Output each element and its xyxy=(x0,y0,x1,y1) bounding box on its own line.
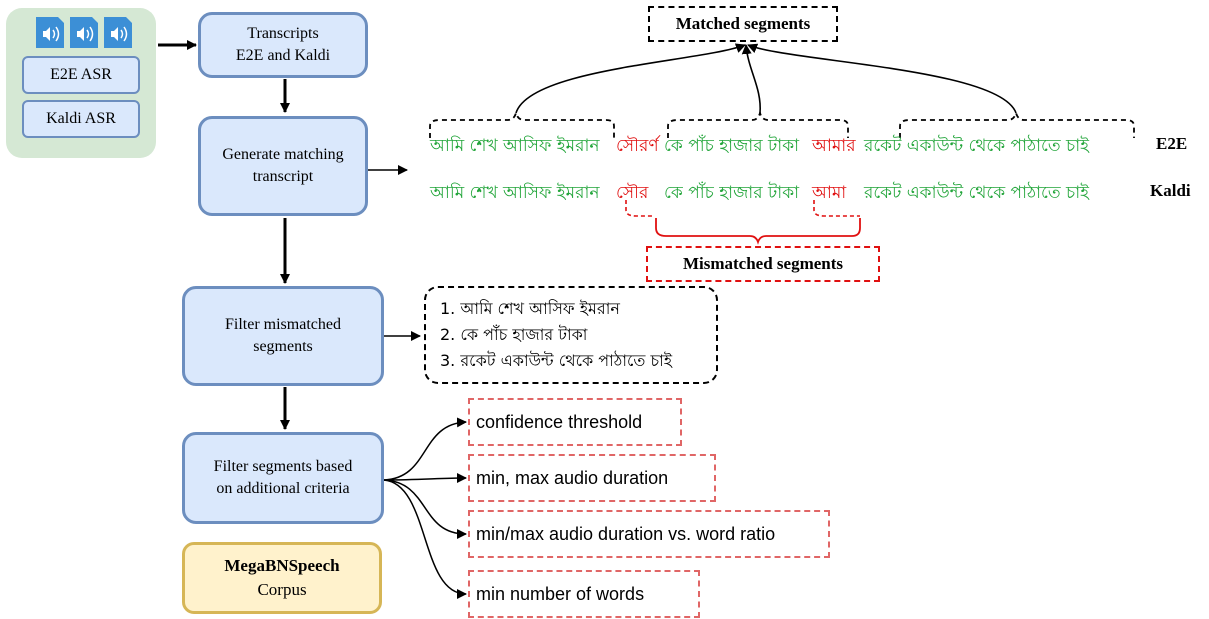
arrow-criteria-4 xyxy=(383,479,467,599)
audio-file-icon xyxy=(70,17,98,48)
criterion-min-words: min number of words xyxy=(468,570,700,618)
step-criteria-line2: on additional criteria xyxy=(216,480,350,497)
filtered-item-1: 1. আমি শেখ আসিফ ইমরান xyxy=(440,299,620,318)
step-filter-line2: segments xyxy=(253,338,313,355)
arrow-criteria-2 xyxy=(383,473,467,484)
e2e-seg-2: কে পাঁচ হাজার টাকা xyxy=(664,136,800,156)
step-generate-matching: Generate matching transcript xyxy=(198,116,368,216)
matched-bracket-3 xyxy=(899,109,1135,138)
step-filter-line1: Filter mismatched xyxy=(225,315,341,333)
e2e-mismatch-2: আমার xyxy=(812,136,856,156)
step-filter-criteria: Filter segments based on additional crite… xyxy=(182,432,384,524)
step-filter-mismatched: Filter mismatched segments xyxy=(182,286,384,386)
mismatch-brace xyxy=(655,218,861,245)
audio-file-icon xyxy=(104,17,132,48)
criterion-audio-duration: min, max audio duration xyxy=(468,454,716,502)
e2e-seg-1: আমি শেখ আসিফ ইমরান xyxy=(430,136,600,156)
step-transcripts-line1: Transcripts xyxy=(247,24,319,42)
arrow-criteria-1 xyxy=(383,417,467,481)
kaldi-seg-3: রকেট একাউন্ট থেকে পাঠাতে চাই xyxy=(864,183,1089,203)
matched-arrow-3 xyxy=(747,43,1017,114)
arrow-criteria-3 xyxy=(383,479,467,539)
criterion-duration-word-ratio: min/max audio duration vs. word ratio xyxy=(468,510,830,558)
mismatched-segments-label: Mismatched segments xyxy=(646,246,880,282)
matched-arrow-1 xyxy=(515,43,746,114)
step-generate-line1: Generate matching xyxy=(222,145,344,163)
kaldi-mismatch-2: আমা xyxy=(812,183,847,203)
e2e-row-label: E2E xyxy=(1156,134,1188,153)
filtered-segments-list: 1. আমি শেখ আসিফ ইমরান 2. কে পাঁচ হাজার ট… xyxy=(424,286,718,384)
kaldi-asr-box: Kaldi ASR xyxy=(22,100,140,138)
kaldi-seg-2: কে পাঁচ হাজার টাকা xyxy=(664,183,800,203)
mismatch-bracket-1 xyxy=(625,200,654,217)
mismatch-bracket-2 xyxy=(813,200,860,217)
filtered-item-3: 3. রকেট একাউন্ট থেকে পাঠাতে চাই xyxy=(440,351,673,370)
matched-arrow-2 xyxy=(741,44,761,114)
corpus-name: MegaBNSpeech xyxy=(224,556,340,576)
kaldi-row-label: Kaldi xyxy=(1150,181,1191,200)
kaldi-seg-1: আমি শেখ আসিফ ইমরান xyxy=(430,183,600,203)
audio-file-icon xyxy=(36,17,64,48)
matched-segments-label: Matched segments xyxy=(648,6,838,42)
audio-file-icons xyxy=(36,17,132,48)
step-generate-line2: transcript xyxy=(252,168,314,185)
kaldi-mismatch-1: সৌর xyxy=(616,183,649,203)
step-criteria-line1: Filter segments based xyxy=(213,457,353,475)
matched-bracket-1 xyxy=(429,109,615,138)
corpus-subtitle: Corpus xyxy=(257,580,307,599)
filtered-item-2: 2. কে পাঁচ হাজার টাকা xyxy=(440,325,588,344)
e2e-seg-3: রকেট একাউন্ট থেকে পাঠাতে চাই xyxy=(864,136,1089,156)
step-transcripts-line2: E2E and Kaldi xyxy=(235,47,331,64)
e2e-asr-box: E2E ASR xyxy=(22,56,140,94)
audio-files xyxy=(34,14,134,50)
criterion-confidence-threshold: confidence threshold xyxy=(468,398,682,446)
e2e-mismatch-1: সৌরর্ণ xyxy=(616,136,659,156)
